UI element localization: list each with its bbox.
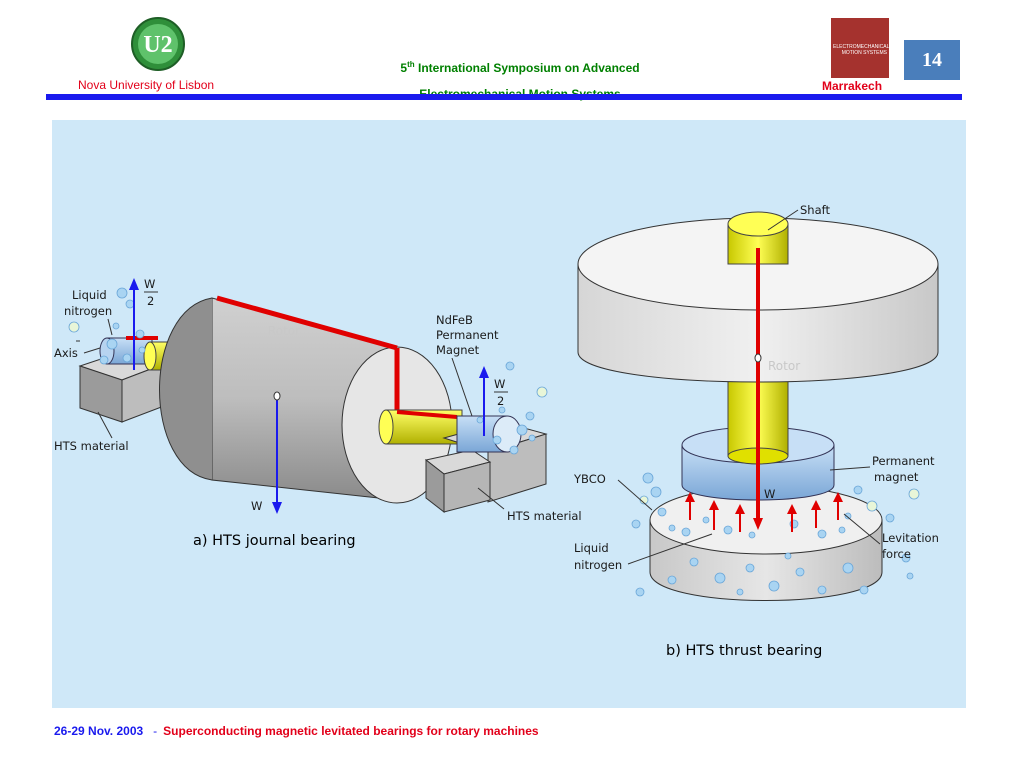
hts-material-label-left: HTS material — [54, 439, 129, 453]
thrust-caption: b) HTS thrust bearing — [666, 643, 822, 659]
symposium-logo: ELECTROMECHANICAL MOTION SYSTEMS — [831, 18, 889, 78]
w-half-den-right: 2 — [497, 394, 504, 408]
footer: 26-29 Nov. 2003-Superconducting magnetic… — [54, 724, 539, 738]
ybco-label: YBCO — [573, 472, 606, 486]
university-logo: U2 — [130, 16, 186, 72]
rotor-center — [754, 353, 762, 363]
liquid-label-thrust: Liquid — [574, 541, 609, 555]
hts-material-label-right: HTS material — [507, 509, 582, 523]
footer-title: Superconducting magnetic levitated beari… — [163, 724, 539, 738]
magnet-label: Magnet — [436, 343, 480, 357]
svg-text:U2: U2 — [143, 32, 172, 58]
magnet-label-thrust: magnet — [874, 470, 919, 484]
w-half-num-left: W — [144, 277, 155, 291]
thrust-bearing: Rotor — [573, 203, 939, 659]
thrust-rotor-label: Rotor — [768, 359, 800, 373]
journal-labels: Liquid nitrogen Axis W 2 NdFeB Permanent… — [54, 277, 582, 523]
force-label: force — [882, 547, 911, 561]
permanent-label-thrust: Permanent — [872, 454, 935, 468]
university-name: Nova University of Lisbon — [78, 78, 215, 92]
footer-separator: - — [153, 724, 158, 738]
journal-bearing: Rotor — [54, 277, 582, 549]
journal-rotor-label: Rotor — [268, 324, 300, 338]
ndfeb-label: NdFeB — [436, 313, 473, 327]
weight-label-journal: W — [251, 499, 262, 513]
weight-label-thrust: W — [764, 487, 775, 501]
levitation-arrows — [685, 492, 843, 532]
journal-arrows — [129, 278, 489, 514]
slide-number: 14 — [904, 40, 960, 80]
nitrogen-label-thrust: nitrogen — [574, 558, 622, 572]
w-half-num-right: W — [494, 377, 505, 391]
liquid-label-journal: Liquid — [72, 288, 107, 302]
levitation-label: Levitation — [882, 531, 939, 545]
journal-rotor: Rotor — [159, 295, 453, 504]
nitrogen-bubbles-journal — [68, 287, 548, 455]
thrust-labels: Shaft Permanent magnet YBCO W Levitation… — [573, 203, 939, 572]
journal-caption: a) HTS journal bearing — [193, 533, 356, 549]
w-half-den-left: 2 — [147, 294, 154, 308]
footer-date: 26-29 Nov. 2003 — [54, 724, 144, 738]
weight-arrowhead — [753, 518, 763, 530]
nitrogen-label-journal: nitrogen — [64, 304, 112, 318]
shaft-label: Shaft — [800, 203, 830, 217]
header-rule — [46, 94, 962, 100]
permanent-label: Permanent — [436, 328, 499, 342]
nitrogen-bubbles-thrust — [631, 472, 920, 597]
axis-label: Axis — [54, 346, 78, 360]
location: Marrakech — [822, 79, 883, 93]
bearing-diagrams: Rotor — [54, 203, 939, 659]
